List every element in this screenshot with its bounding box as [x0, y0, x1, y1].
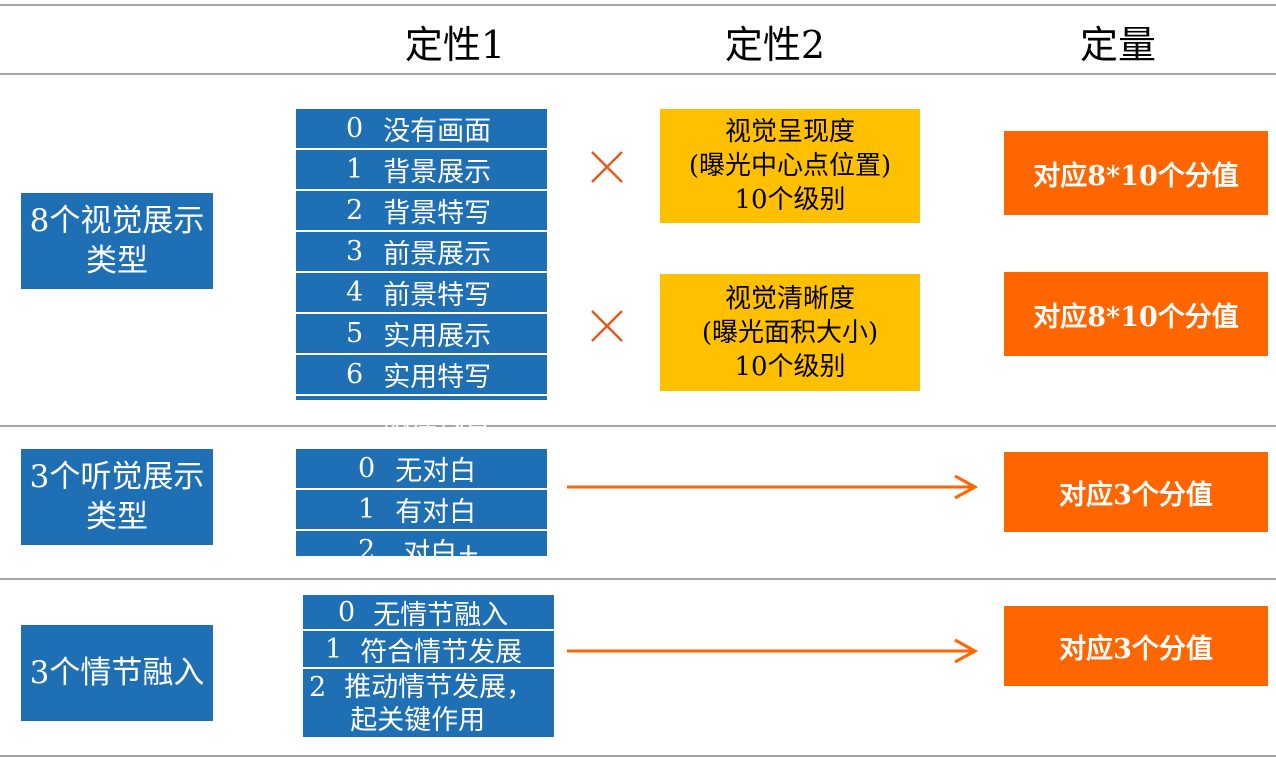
header-qualitative-2: 定性2 — [724, 23, 826, 67]
box-title: 视觉呈现度 — [724, 117, 855, 147]
visual-presence-box: 视觉呈现度 (曝光中心点位置) 10个级别 — [660, 109, 920, 223]
score-visual-presence: 对应8*10个分值 — [1004, 131, 1268, 215]
item-number: 1 — [346, 154, 364, 185]
item-label: 没有画面 — [383, 116, 492, 147]
item-label: 符合情节发展 — [360, 636, 523, 668]
row-divider-visual — [0, 425, 1276, 427]
item-label: 对白+ — [403, 538, 480, 569]
box-detail: (曝光面积大小) — [701, 317, 879, 348]
item-label: 前景展示 — [383, 239, 492, 270]
list-item: 0 没有画面 — [296, 109, 547, 150]
list-item: 0 无情节融入 — [303, 595, 554, 631]
score-visual-clarity: 对应8*10个分值 — [1004, 272, 1268, 356]
item-number: 2 — [358, 535, 376, 566]
category-visual: 8个视觉展示类型 — [21, 193, 213, 289]
item-label: 前景特写 — [383, 280, 492, 311]
visual-clarity-box: 视觉清晰度 (曝光面积大小) 10个级别 — [660, 274, 920, 391]
list-item: 1 背景展示 — [296, 150, 547, 191]
list-item: 0 无对白 — [296, 449, 547, 490]
arrow-right-icon — [567, 638, 979, 664]
item-number: 0 — [346, 113, 364, 144]
item-label: 实用展示 — [383, 321, 492, 352]
score-audio: 对应3个分值 — [1004, 452, 1268, 532]
item-number: 6 — [346, 359, 364, 390]
item-number: 0 — [338, 596, 356, 628]
header-divider — [0, 73, 1276, 75]
box-levels: 10个级别 — [734, 185, 846, 215]
box-levels: 10个级别 — [734, 351, 846, 382]
item-number: 0 — [358, 453, 376, 484]
item-number: 2 — [309, 672, 327, 703]
box-title: 视觉清晰度 — [724, 283, 855, 314]
item-number: 3 — [346, 236, 364, 267]
item-label: 背景展示 — [383, 157, 492, 188]
item-label: 无情节融入 — [373, 599, 509, 631]
list-audio-types: 0 无对白 1 有对白 2 对白+ — [296, 449, 547, 569]
item-number: 7 — [346, 400, 364, 431]
list-item: 2 推动情节发展， 起关键作用 — [303, 669, 554, 737]
category-plot: 3个情节融入 — [21, 625, 213, 721]
box-detail: (曝光中心点位置) — [688, 151, 892, 181]
item-number: 2 — [346, 195, 364, 226]
item-number: 4 — [346, 277, 364, 308]
row-divider-audio — [0, 578, 1276, 580]
header-quantitative: 定量 — [1079, 23, 1156, 67]
item-label-continued: 起关键作用 — [350, 705, 486, 736]
list-item: 1 符合情节发展 — [303, 631, 554, 669]
header-qualitative-1: 定性1 — [404, 23, 506, 67]
list-plot-types: 0 无情节融入 1 符合情节发展 2 推动情节发展， 起关键作用 — [303, 595, 554, 737]
arrow-right-icon — [567, 474, 979, 500]
list-item: 2 对白+ — [296, 531, 547, 570]
cross-icon — [591, 151, 623, 183]
list-visual-types: 0 没有画面 1 背景展示 2 背景特写 3 前景展示 4 前景特写 5 实用展… — [296, 109, 547, 434]
list-item: 4 前景特写 — [296, 273, 547, 314]
item-number: 5 — [346, 318, 364, 349]
cross-icon — [591, 310, 623, 342]
top-divider — [0, 4, 1276, 6]
item-number: 1 — [325, 633, 343, 665]
bottom-divider — [0, 755, 1276, 757]
category-audio: 3个听觉展示类型 — [21, 449, 213, 545]
item-label: 有对白 — [395, 497, 477, 528]
item-number: 1 — [358, 494, 376, 525]
list-item: 3 前景展示 — [296, 232, 547, 273]
list-item: 7 隐性代言 — [296, 396, 547, 435]
list-item: 5 实用展示 — [296, 314, 547, 355]
item-label: 无对白 — [395, 456, 477, 487]
item-label: 推动情节发展， — [344, 672, 534, 703]
list-item: 6 实用特写 — [296, 355, 547, 396]
list-item: 1 有对白 — [296, 490, 547, 531]
score-plot: 对应3个分值 — [1004, 606, 1268, 686]
item-label: 背景特写 — [383, 198, 492, 229]
item-label: 实用特写 — [383, 362, 492, 393]
item-label: 隐性代言 — [383, 403, 492, 434]
list-item: 2 背景特写 — [296, 191, 547, 232]
